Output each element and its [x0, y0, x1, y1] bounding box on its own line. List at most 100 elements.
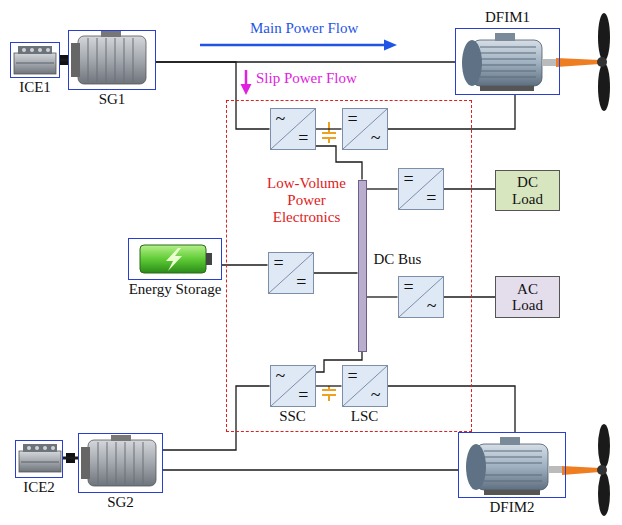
engine-icon [38, 48, 42, 52]
converter-diagonal [271, 109, 315, 149]
generator-icon [71, 31, 146, 84]
engine-icon [43, 446, 47, 450]
bus-label: DC Bus [374, 251, 422, 268]
engine-icon [46, 48, 50, 52]
engine-icon [18, 46, 52, 54]
converter-symbol: = [348, 367, 358, 385]
generator-icon [115, 38, 116, 82]
wire [63, 457, 78, 460]
propeller [598, 472, 610, 516]
converter-diagonal [399, 277, 443, 317]
dc-link-capacitor [328, 122, 330, 133]
wire [163, 469, 458, 470]
slip-flow-arrow [245, 70, 248, 85]
motor-icon [548, 466, 562, 473]
flow-label: Slip Power Flow [256, 70, 357, 87]
engine-icon [14, 53, 56, 74]
motor-icon [480, 71, 536, 72]
shaft-coupling [59, 55, 68, 65]
generator-icon [116, 442, 117, 484]
converter-label: LSC [351, 408, 379, 425]
engine-icon [22, 48, 26, 52]
wire [367, 188, 398, 189]
converter-symbol: ~ [371, 386, 381, 404]
component-frame: ICE1 [10, 42, 60, 78]
component-label: ICE1 [19, 79, 51, 96]
motor-icon [484, 457, 542, 458]
converter-diagonal [343, 109, 387, 149]
generator-icon [81, 447, 90, 479]
converter-symbol: = [296, 273, 306, 291]
motor-icon [480, 77, 536, 78]
generator-icon [106, 38, 107, 82]
converter-symbol: = [426, 189, 436, 207]
engine-icon [23, 444, 57, 452]
generator-icon [88, 38, 89, 82]
engine-icon [30, 48, 34, 52]
converter-diagonal [343, 366, 387, 406]
generator-icon [88, 440, 156, 486]
converter-box: =~LSC [342, 365, 388, 407]
wire [156, 62, 270, 129]
dc-bus-bar: DC Bus [358, 180, 367, 352]
component-label: DFIM2 [489, 499, 534, 516]
propeller [598, 13, 610, 61]
motor-icon [484, 475, 542, 476]
propeller [556, 58, 600, 67]
component-label: DFIM1 [485, 9, 530, 26]
motor-icon [480, 59, 536, 60]
generator-icon [81, 435, 156, 486]
converter-symbol: = [274, 254, 284, 272]
propeller [562, 424, 610, 516]
generator-icon [124, 38, 125, 82]
motor-icon [466, 437, 562, 495]
dc-link-capacitor [322, 386, 336, 401]
component-frame: SG1 [68, 30, 156, 90]
generator-icon [71, 43, 80, 77]
main-flow-arrow [200, 40, 397, 51]
converter-diagonal [271, 366, 315, 406]
wire [222, 264, 268, 265]
wire [60, 59, 68, 62]
wire [316, 128, 342, 129]
component-frame: SG2 [78, 433, 163, 493]
generator-icon [101, 31, 121, 37]
dc-link-capacitor [322, 389, 336, 391]
engine-icon [51, 446, 55, 450]
battery-icon [140, 245, 212, 273]
engine-icon [19, 451, 61, 472]
engine-icon [35, 446, 39, 450]
converter-box: ~=SSC [270, 365, 316, 407]
converter-box: =~ [398, 276, 444, 318]
converter-symbol: = [348, 110, 358, 128]
motor-icon [480, 47, 536, 48]
generator-icon [97, 38, 98, 82]
wire [314, 272, 358, 273]
generator-icon [143, 442, 144, 484]
load-box: DC Load [495, 170, 560, 211]
slip-flow-arrow [241, 84, 252, 95]
dc-link-capacitor [322, 122, 336, 143]
converter-symbol: = [298, 386, 308, 404]
converter-symbol: ~ [371, 129, 381, 147]
component-frame: DFIM2 [458, 432, 566, 498]
engine-icon [27, 446, 31, 450]
wire [316, 146, 363, 180]
wire [444, 188, 496, 189]
power-electronics-region: Low-Volume Power Electronics~==~DC Bus==… [226, 100, 472, 432]
motor-icon [542, 59, 556, 66]
battery-icon [206, 253, 212, 265]
motor-icon [480, 53, 536, 54]
wire [367, 296, 398, 297]
motor-icon [462, 40, 482, 86]
generator-icon [107, 442, 108, 484]
generator-icon [111, 435, 131, 441]
converter-symbol: = [404, 170, 414, 188]
dc-link-capacitor [322, 132, 336, 134]
generator-icon [133, 38, 134, 82]
converter-label: SSC [279, 408, 306, 425]
converter-box: ~= [270, 108, 316, 150]
converter-box: =~ [342, 108, 388, 150]
propeller [597, 465, 607, 475]
